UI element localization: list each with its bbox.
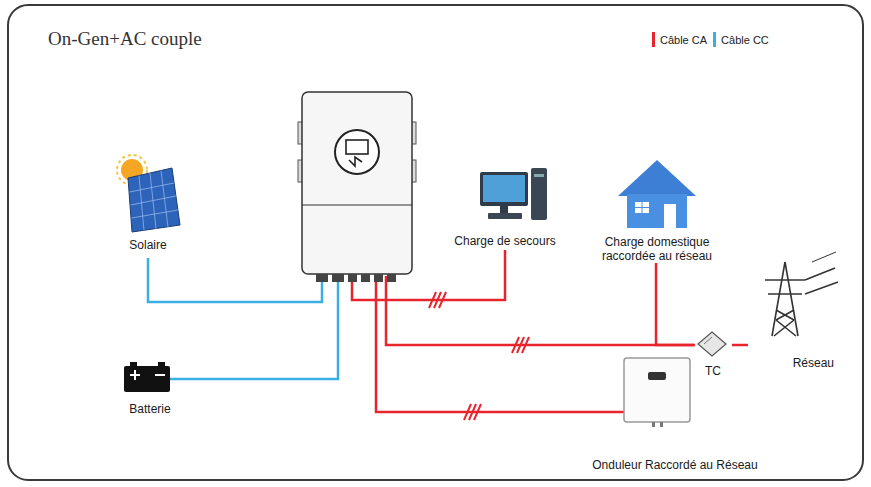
- legend-label: Câble CA: [660, 34, 707, 46]
- node-label: Onduleur Raccordé au Réseau: [592, 458, 757, 472]
- legend: Câble CA Câble CC: [652, 32, 775, 47]
- house-icon: [618, 160, 696, 228]
- node-label: TC: [705, 364, 721, 378]
- icon-node: Solaire: [105, 150, 191, 252]
- node-label: Batterie: [129, 402, 170, 416]
- legend-swatch: [713, 32, 716, 47]
- ac-cable: [656, 263, 694, 345]
- pylon-icon: [765, 252, 838, 336]
- hybrid-inverter: [298, 92, 416, 282]
- grid-inverter-icon: [624, 358, 690, 427]
- dc-wires: [148, 258, 338, 379]
- icon-node: TC: [694, 330, 732, 378]
- frame: [8, 5, 863, 480]
- node-label: Solaire: [129, 238, 166, 252]
- cable-slashes: [429, 292, 529, 420]
- icon-node: Batterie: [110, 358, 190, 416]
- icon-node: Réseau: [748, 252, 834, 370]
- icon-node: Charge domestique raccordée au réseau: [582, 155, 732, 263]
- diagram-title: On-Gen+AC couple: [48, 28, 202, 50]
- icon-node: Onduleur Raccordé au Réseau: [568, 352, 782, 472]
- icon-node: Charge de secours: [440, 165, 570, 248]
- ct-clamp-icon: [698, 332, 726, 356]
- ac-cable: [732, 344, 748, 347]
- solar-panel-icon: [117, 155, 180, 232]
- node-label: Réseau: [793, 356, 834, 370]
- computer-icon: [480, 168, 547, 220]
- node-label: Charge de secours: [454, 234, 555, 248]
- legend-swatch: [652, 32, 655, 47]
- legend-label: Câble CC: [721, 34, 769, 46]
- node-label: Charge domestique raccordée au réseau: [587, 235, 727, 263]
- battery-icon: [124, 362, 170, 392]
- legend-item: Câble CA: [652, 32, 707, 47]
- legend-item: Câble CC: [713, 32, 769, 47]
